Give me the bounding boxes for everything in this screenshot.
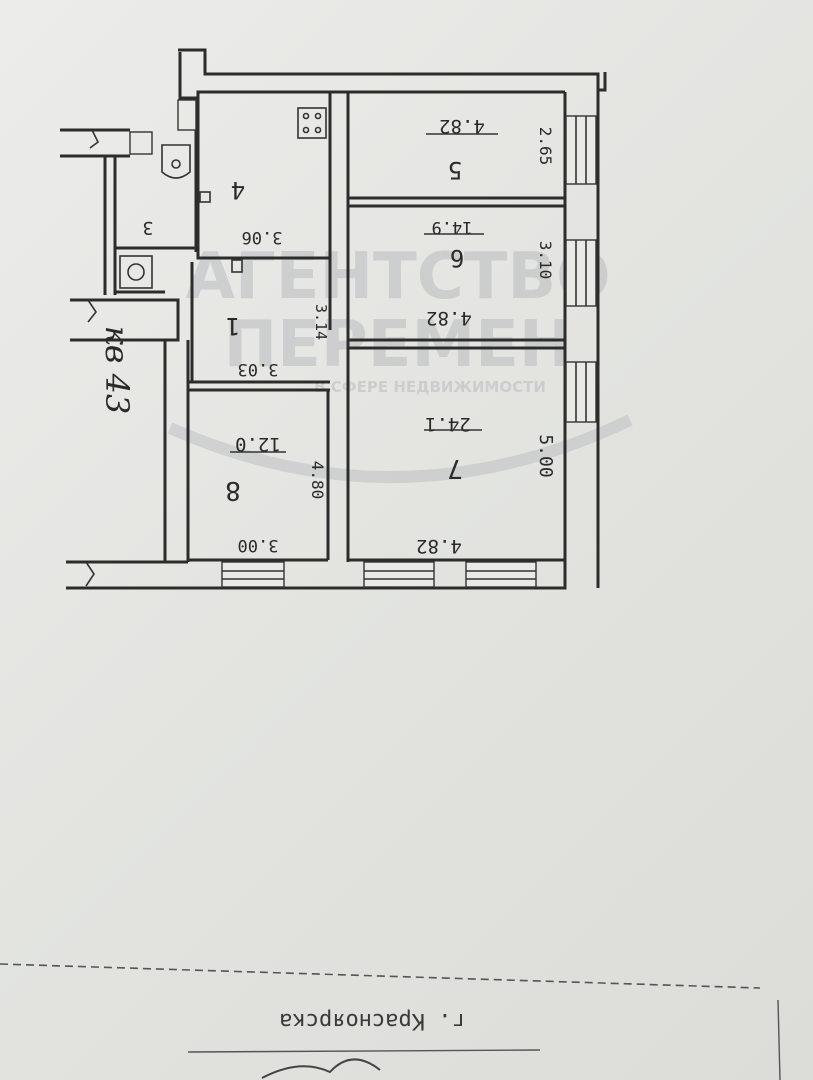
room-1-number: 1 (226, 312, 240, 340)
window-room-7 (565, 361, 597, 423)
fixtures (119, 107, 327, 289)
watermark-line-2: ПЕРЕМЕН (224, 308, 573, 382)
room-7-width: 4.82 (416, 535, 462, 557)
room-8-width: 3.00 (238, 535, 279, 555)
window-room-7-left (363, 561, 435, 588)
room-8-area: 12.0 (235, 433, 281, 455)
room-4-number: 4 (231, 176, 245, 204)
room-6-height: 3.10 (536, 241, 555, 280)
apartment-label: кв 43 (98, 326, 136, 415)
room-1-length: 3.14 (312, 304, 330, 340)
room-8-number: 8 (225, 475, 241, 505)
stove-icon (297, 107, 327, 139)
window-room-7-right (465, 561, 537, 588)
window-stair (129, 131, 153, 155)
interior-walls (115, 92, 565, 562)
vent-icon (231, 259, 243, 273)
room-1-width: 3.03 (238, 359, 279, 379)
windows (129, 99, 597, 588)
room-5-number: 5 (448, 156, 462, 184)
meter-icon (199, 191, 211, 203)
window-room-5 (565, 115, 597, 185)
room-7-area: 24.1 (425, 413, 471, 435)
watermark: АГЕНТСТВО ПЕРЕМЕН В СФЕРЕ НЕДВИЖИМОСТИ (167, 240, 633, 484)
form-vertical-line (777, 999, 781, 1080)
room-5-area: 4.82 (439, 115, 485, 137)
room-3-number: 3 (143, 217, 154, 238)
room-6-width: 4.82 (426, 307, 472, 329)
watermark-line-1: АГЕНТСТВО (185, 240, 610, 314)
room-7-height: 5.00 (535, 434, 556, 477)
room-6-area: 14.9 (432, 217, 473, 237)
window-room-6 (565, 239, 597, 307)
watermark-line-3: В СФЕРЕ НЕДВИЖИМОСТИ (314, 378, 546, 396)
room-7-number: 7 (447, 453, 463, 483)
room-8-length: 4.80 (308, 461, 327, 500)
stamp-text: г. Красноярска (279, 1008, 464, 1033)
signature-scribble (261, 1058, 381, 1079)
form-footer: г. Красноярска (0, 963, 781, 1080)
form-dashed-line (0, 963, 761, 989)
toilet-icon (119, 255, 153, 289)
room-5-height: 2.65 (536, 127, 555, 166)
room-labels: 4 3.06 3 1 3.03 3.14 5 4.82 2.65 6 14.9 … (143, 115, 556, 557)
room-4-width: 3.06 (242, 227, 283, 247)
window-bath (177, 99, 197, 131)
sink-icon (161, 144, 191, 179)
form-underline (187, 1049, 541, 1053)
room-6-number: 6 (450, 244, 464, 272)
window-room-8 (221, 561, 285, 588)
